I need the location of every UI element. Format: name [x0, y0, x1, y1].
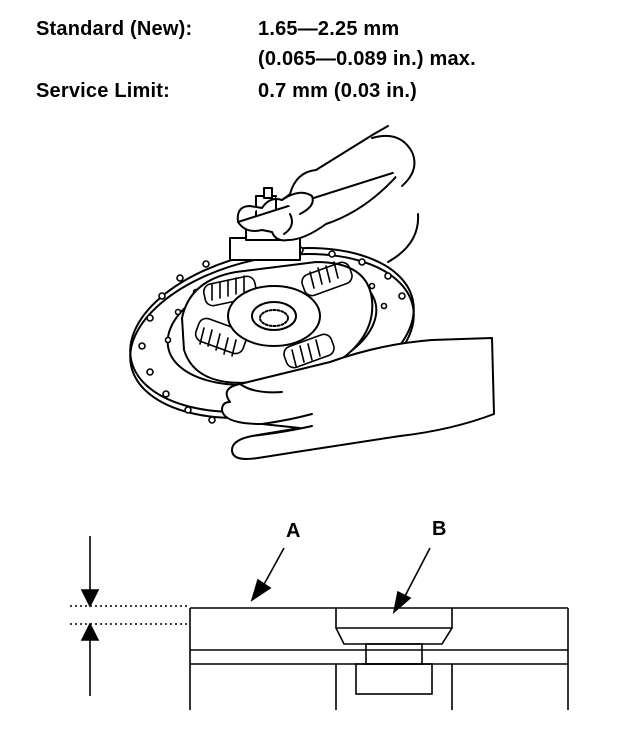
spec-service-label: Service Limit: [36, 80, 170, 102]
spec-standard-value-inches: (0.065—0.089 in.) max. [258, 48, 476, 70]
callout-label-b: B [432, 518, 447, 540]
cross-section-diagram [70, 536, 569, 710]
spec-standard-value: 1.65—2.25 mm [258, 18, 400, 40]
clutch-disc [129, 246, 415, 424]
upper-hand [236, 125, 420, 263]
lower-hand [221, 337, 495, 460]
spec-service-value: 0.7 mm (0.03 in.) [258, 80, 418, 102]
callout-label-a: A [286, 520, 301, 542]
spec-standard-label: Standard (New): [36, 18, 193, 40]
